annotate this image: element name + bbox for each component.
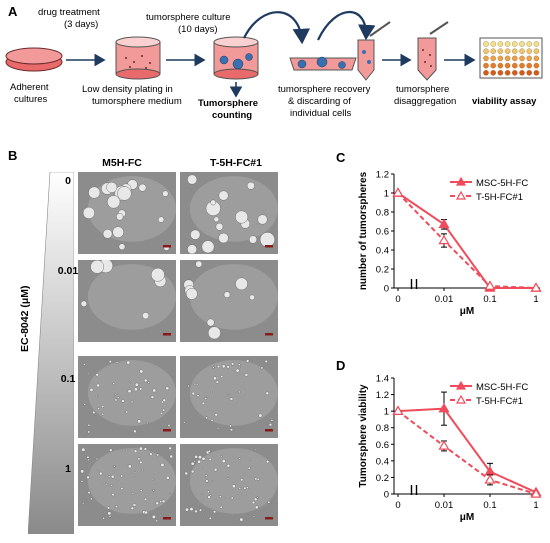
chart-c: 0 0.2 0.4 0.6 0.8 1 1.2 0 0.01 0.1 1 μM number of tu… xyxy=(358,170,542,317)
micrograph-image xyxy=(180,172,278,254)
y-axis-label: Tumorsphere viability xyxy=(358,384,369,488)
tumorsphere-plate-icon xyxy=(213,36,259,80)
workflow-schematic xyxy=(5,11,543,98)
adherent-dish-icon xyxy=(5,47,63,72)
y-tick-label: 0 xyxy=(384,284,389,295)
culture-label: tumorsphere culture xyxy=(146,12,231,23)
concentration-label: 1 xyxy=(65,463,71,475)
disaggregation-label-2: disaggregation xyxy=(394,96,457,107)
data-point xyxy=(484,280,496,290)
drug-treatment-label: drug treatment xyxy=(38,7,100,18)
chart-d: 0 0.2 0.4 0.6 0.8 1 1.2 1.4 0 0.01 0.1 1 μM Tumorsphe… xyxy=(358,374,542,523)
series-line xyxy=(397,192,537,289)
panel-letter-d: D xyxy=(336,358,346,373)
x-tick-label: 0.1 xyxy=(483,294,496,305)
recovery-dish-icon xyxy=(289,56,357,71)
x-axis-label: μM xyxy=(460,512,474,523)
y-tick-label: 1.2 xyxy=(376,170,389,181)
concentration-gradient-wedge xyxy=(28,172,74,534)
viability-assay-label: viability assay xyxy=(472,96,537,107)
panel-letter-c: C xyxy=(336,150,346,165)
disaggregation-label: tumorsphere xyxy=(396,84,450,95)
counting-label-2: counting xyxy=(212,110,253,121)
data-point xyxy=(438,440,450,450)
tube-icon xyxy=(357,21,391,81)
well-plate-icon xyxy=(479,37,543,79)
y-tick-label: 0.6 xyxy=(376,227,389,238)
y-axis-label: number of tumorspheres xyxy=(358,171,369,290)
data-point xyxy=(530,282,542,292)
micrograph-image xyxy=(78,260,176,342)
micrograph-image xyxy=(180,260,278,342)
y-tick-label: 1 xyxy=(384,189,389,200)
legend-marker xyxy=(455,394,467,404)
series-line xyxy=(397,192,536,289)
concentration-label: 0 xyxy=(65,175,71,187)
y-tick-label: 1 xyxy=(384,407,389,418)
low-density-plate-icon xyxy=(115,36,161,80)
gradient-axis-label: EC-8042 (μM) xyxy=(19,285,31,352)
y-tick-label: 0.4 xyxy=(376,456,389,467)
recovery-label-2: & discarding of xyxy=(288,96,351,107)
series-line xyxy=(397,407,537,494)
legend-marker xyxy=(455,190,467,200)
concentration-label: 0.01 xyxy=(57,265,79,277)
micrograph-image xyxy=(78,444,176,526)
column-header-m5h: M5H-FC xyxy=(102,157,142,169)
legend-label: T-5H-FC#1 xyxy=(476,396,523,407)
data-point xyxy=(484,474,496,484)
counting-label: Tumorsphere xyxy=(198,98,259,109)
concentration-label: 0.1 xyxy=(60,373,76,385)
recovery-label: tumorsphere recovery xyxy=(278,84,371,95)
micrograph-image xyxy=(78,172,176,254)
x-tick-label: 0 xyxy=(395,500,400,511)
micrograph-image xyxy=(78,356,176,438)
data-point xyxy=(438,402,450,413)
legend-marker xyxy=(455,176,467,186)
curved-arrow-icon xyxy=(243,11,311,45)
y-tick-label: 0.6 xyxy=(376,440,389,451)
data-point xyxy=(392,405,404,415)
data-point xyxy=(438,218,450,229)
panel-letter-a: A xyxy=(8,4,18,19)
series-line xyxy=(397,410,537,495)
y-tick-label: 0.8 xyxy=(376,208,389,219)
tube-icon xyxy=(417,21,449,81)
y-tick-label: 0.8 xyxy=(376,423,389,434)
micrograph-image xyxy=(180,356,278,438)
x-tick-label: 0.01 xyxy=(435,500,454,511)
panel-letter-b: B xyxy=(8,148,18,163)
drug-days-label: (3 days) xyxy=(64,19,99,30)
y-tick-label: 1.2 xyxy=(376,390,389,401)
legend-label: T-5H-FC#1 xyxy=(476,192,523,203)
recovery-label-3: individual cells xyxy=(290,108,352,119)
x-tick-label: 1 xyxy=(533,500,538,511)
adherent-label-2: cultures xyxy=(14,94,48,105)
x-axis-label: μM xyxy=(460,306,474,317)
x-tick-label: 0 xyxy=(395,294,400,305)
legend-label: MSC-5H-FC xyxy=(476,382,528,393)
legend-marker xyxy=(455,380,467,390)
y-tick-label: 0.4 xyxy=(376,246,389,257)
data-point xyxy=(438,234,450,245)
y-tick-label: 0.2 xyxy=(376,473,389,484)
data-point xyxy=(392,187,404,197)
low-density-label: Low density plating in xyxy=(82,84,173,95)
data-point xyxy=(530,488,542,498)
y-tick-label: 1.4 xyxy=(376,374,389,385)
legend-label: MSC-5H-FC xyxy=(476,178,528,189)
micrograph-image xyxy=(180,444,278,526)
y-tick-label: 0.2 xyxy=(376,265,389,276)
adherent-label: Adherent xyxy=(10,82,49,93)
y-tick-label: 0 xyxy=(384,490,389,501)
curved-arrow-icon xyxy=(317,11,376,41)
column-header-t5h: T-5H-FC#1 xyxy=(210,157,262,169)
culture-days-label: (10 days) xyxy=(178,24,218,35)
low-density-label-2: tumorsphere medium xyxy=(92,96,182,107)
x-tick-label: 0.01 xyxy=(435,294,454,305)
x-tick-label: 1 xyxy=(533,294,538,305)
x-tick-label: 0.1 xyxy=(483,500,496,511)
